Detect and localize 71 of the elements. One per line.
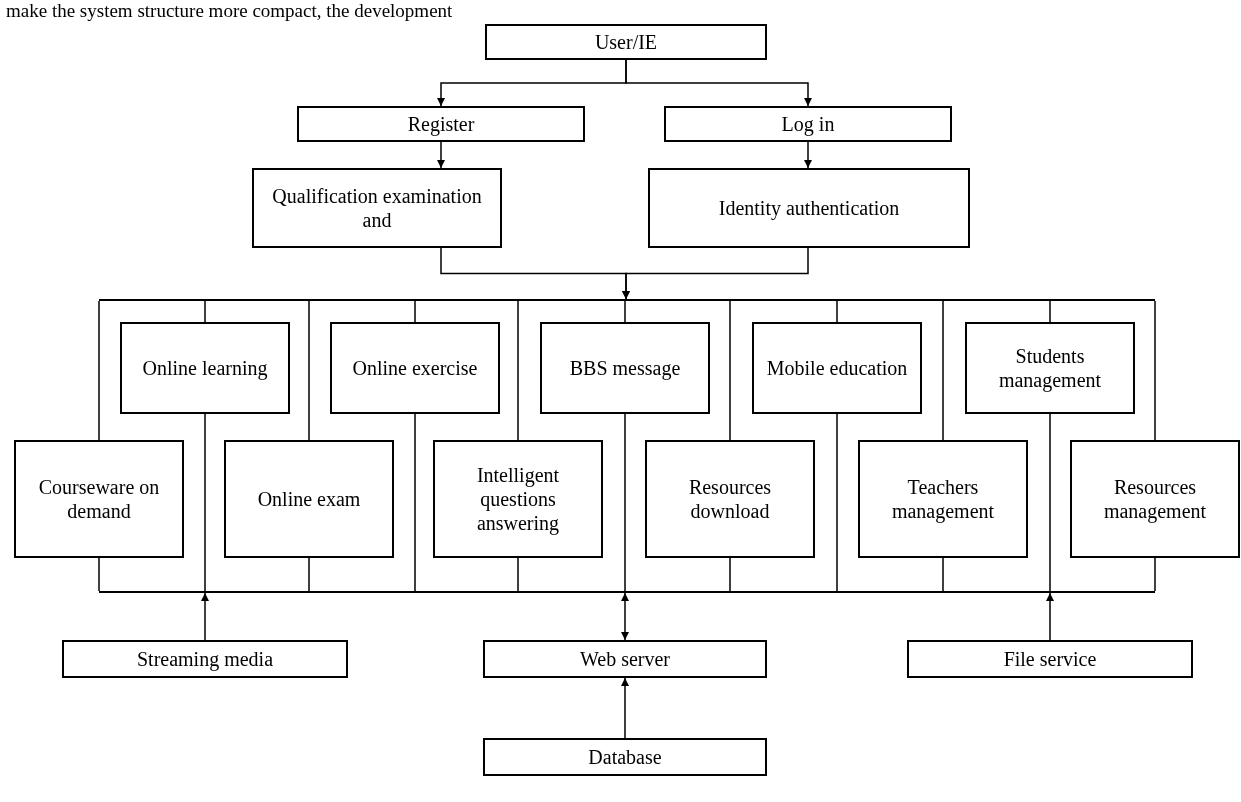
- process-box: [648, 168, 970, 248]
- connector-line: [414, 413, 416, 592]
- connector-line: [414, 300, 416, 323]
- process-box: [62, 640, 348, 678]
- node-label: Web server: [580, 647, 670, 671]
- process-box: [1070, 440, 1240, 558]
- node-label: Mobile education: [766, 356, 908, 380]
- arrow: [622, 247, 809, 300]
- connector-line: [1049, 300, 1051, 323]
- process-box: [664, 106, 952, 142]
- connector-line: [624, 300, 626, 323]
- node-label: Online exam: [257, 487, 361, 511]
- arrow: [621, 677, 629, 739]
- node-label: Streaming media: [136, 647, 274, 671]
- node-label: Resources management: [1102, 475, 1208, 523]
- node-label: Qualification examination and: [271, 184, 483, 232]
- connector-line: [729, 300, 731, 441]
- node-label: Online exercise: [352, 356, 478, 380]
- connector-line: [204, 300, 206, 323]
- process-box: [645, 440, 815, 558]
- node-label: Identity authentication: [718, 196, 900, 220]
- connector-line: [942, 300, 944, 441]
- arrow: [625, 59, 812, 107]
- connector-line: [308, 300, 310, 441]
- process-box: [483, 640, 767, 678]
- process-box: [540, 322, 710, 414]
- connector-line: [942, 557, 944, 592]
- process-box: [752, 322, 922, 414]
- connector-line: [1154, 300, 1156, 441]
- node-label: BBS message: [569, 356, 681, 380]
- connector-line: [308, 557, 310, 592]
- node-label: Intelligent questions answering: [475, 463, 561, 535]
- connector-line: [204, 413, 206, 592]
- node-label: Resources download: [687, 475, 773, 523]
- connector-line: [1049, 413, 1051, 592]
- node-label: Log in: [781, 112, 835, 136]
- arrow: [201, 592, 209, 641]
- node-label: Teachers management: [890, 475, 996, 523]
- process-box: [252, 168, 502, 248]
- process-box: [485, 24, 767, 60]
- connector-line: [517, 300, 519, 441]
- process-box: [907, 640, 1193, 678]
- connector-line: [836, 300, 838, 323]
- connector-line: [98, 300, 100, 441]
- process-box: [120, 322, 290, 414]
- process-box: [297, 106, 585, 142]
- connector-line: [729, 557, 731, 592]
- connector-line: [1154, 557, 1156, 592]
- process-box: [483, 738, 767, 776]
- connector-line: [98, 557, 100, 592]
- node-label: Register: [407, 112, 475, 136]
- connector-line: [624, 413, 626, 592]
- process-box: [858, 440, 1028, 558]
- node-label: User/IE: [594, 30, 658, 54]
- arrow: [1046, 592, 1054, 641]
- connector-line: [836, 413, 838, 592]
- arrow: [621, 592, 629, 641]
- process-box: [330, 322, 500, 414]
- arrow: [804, 141, 812, 169]
- node-label: Students management: [997, 344, 1103, 392]
- process-box: [965, 322, 1135, 414]
- process-box: [433, 440, 603, 558]
- connector-line: [517, 557, 519, 592]
- process-box: [14, 440, 184, 558]
- node-label: File service: [1003, 647, 1097, 671]
- node-label: Courseware on demand: [37, 475, 161, 523]
- process-box: [224, 440, 394, 558]
- note-text: make the system structure more compact, the development: [6, 0, 453, 22]
- arrow: [437, 141, 445, 169]
- node-label: Database: [588, 745, 662, 769]
- node-label: Online learning: [142, 356, 268, 380]
